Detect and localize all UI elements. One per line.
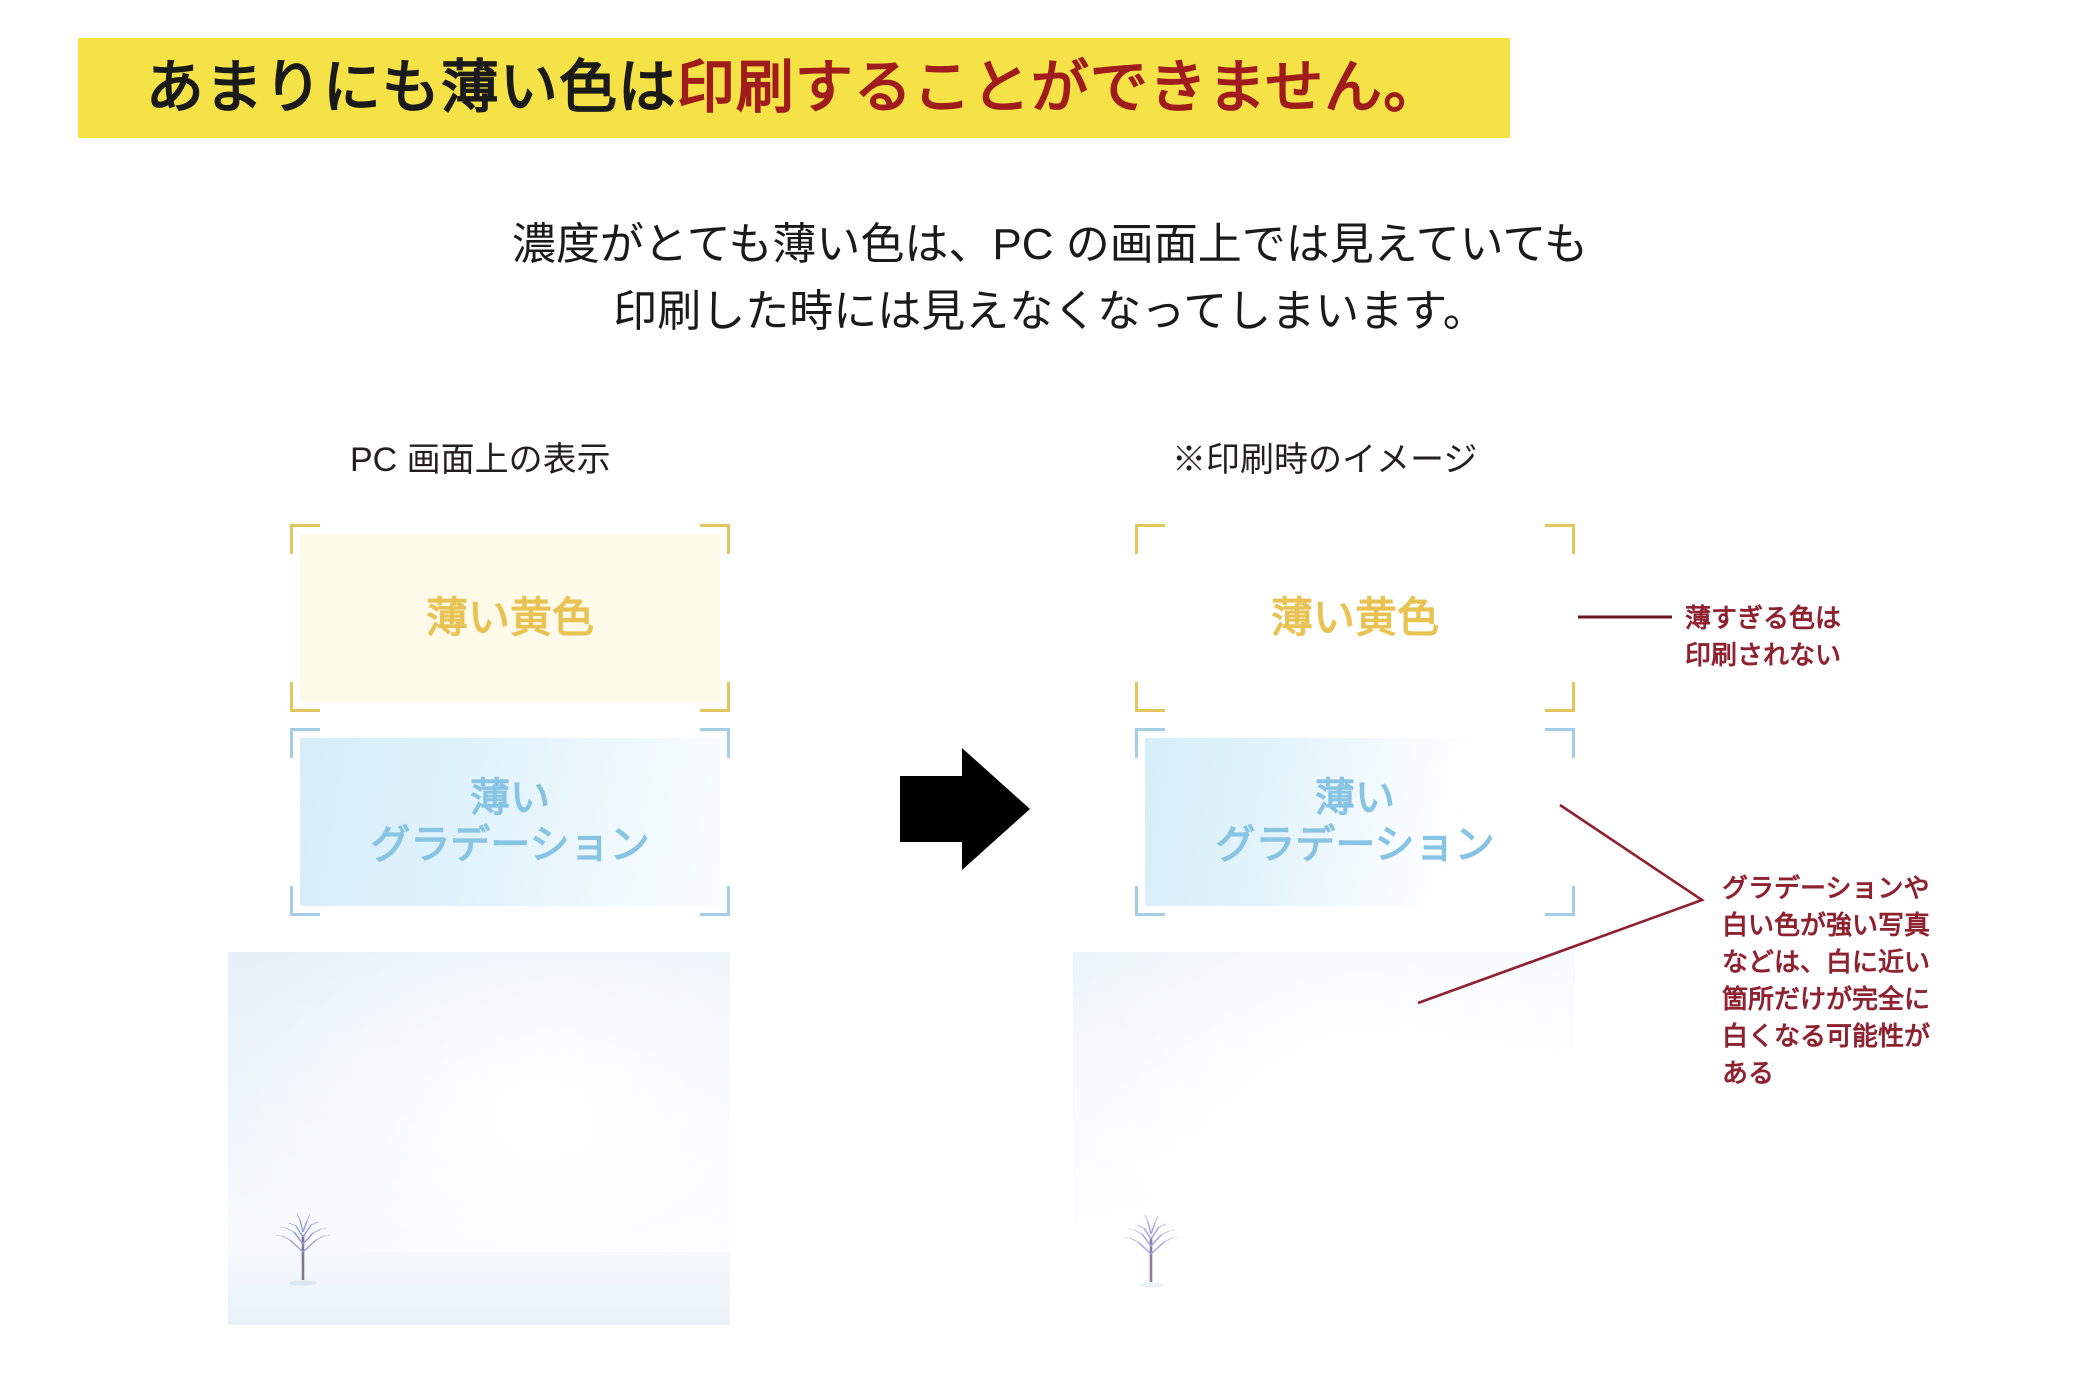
snow-tree-photo-screen xyxy=(228,952,730,1325)
snow-tree-photo-print xyxy=(1073,952,1575,1325)
crop-mark-bottom-left xyxy=(1135,886,1165,916)
sample-yellow-screen: 薄い黄色 xyxy=(290,524,730,712)
crop-mark-top-left xyxy=(1135,728,1165,758)
title-banner: あまりにも薄い色は印刷することができません。 xyxy=(78,38,1510,138)
crop-mark-bottom-left xyxy=(1135,682,1165,712)
crop-mark-top-right xyxy=(1545,524,1575,554)
sample-gradient-screen: 薄い グラデーション xyxy=(290,728,730,916)
crop-mark-bottom-left xyxy=(290,886,320,916)
subtitle-line-2: 印刷した時には見えなくなってしまいます。 xyxy=(613,286,1487,336)
sample-yellow-print: 薄い黄色 xyxy=(1135,524,1575,712)
crop-mark-bottom-right xyxy=(700,682,730,712)
crop-mark-top-left xyxy=(290,524,320,554)
sample-gradient-label: 薄い グラデーション xyxy=(370,775,650,867)
sample-yellow-label: 薄い黄色 xyxy=(1270,594,1439,642)
subtitle-line-1: 濃度がとても薄い色は、PC の画面上では見えていても xyxy=(511,220,1589,269)
sample-gradient-label: 薄い グラデーション xyxy=(1215,775,1495,867)
page-title: あまりにも薄い色は印刷することができません。 xyxy=(146,59,1442,117)
sample-gradient-print: 薄い グラデーション xyxy=(1135,728,1575,916)
right-arrow-icon xyxy=(900,748,1030,870)
screen-column-caption: PC 画面上の表示 xyxy=(350,441,611,479)
subtitle-block: 濃度がとても薄い色は、PC の画面上では見えていても 印刷した時には見えなくなっ… xyxy=(0,212,2100,346)
crop-mark-top-right xyxy=(700,728,730,758)
crop-mark-bottom-right xyxy=(700,886,730,916)
crop-mark-top-left xyxy=(290,728,320,758)
annotation-gradient-note: グラデーションや 白い色が強い写真 などは、白に近い 箇所だけが完全に 白くなる… xyxy=(1722,873,1931,1088)
title-red-segment: 印刷することができません。 xyxy=(676,55,1443,120)
crop-mark-top-right xyxy=(700,524,730,554)
crop-mark-bottom-right xyxy=(1545,682,1575,712)
sample-yellow-label: 薄い黄色 xyxy=(425,594,594,642)
crop-mark-top-left xyxy=(1135,524,1165,554)
crop-mark-top-right xyxy=(1545,728,1575,758)
crop-mark-bottom-left xyxy=(290,682,320,712)
print-column-caption: ※印刷時のイメージ xyxy=(1172,441,1478,479)
title-black-segment: あまりにも薄い色は xyxy=(145,55,677,120)
annotation-thin-color: 薄すぎる色は 印刷されない xyxy=(1685,603,1842,670)
crop-mark-bottom-right xyxy=(1545,886,1575,916)
